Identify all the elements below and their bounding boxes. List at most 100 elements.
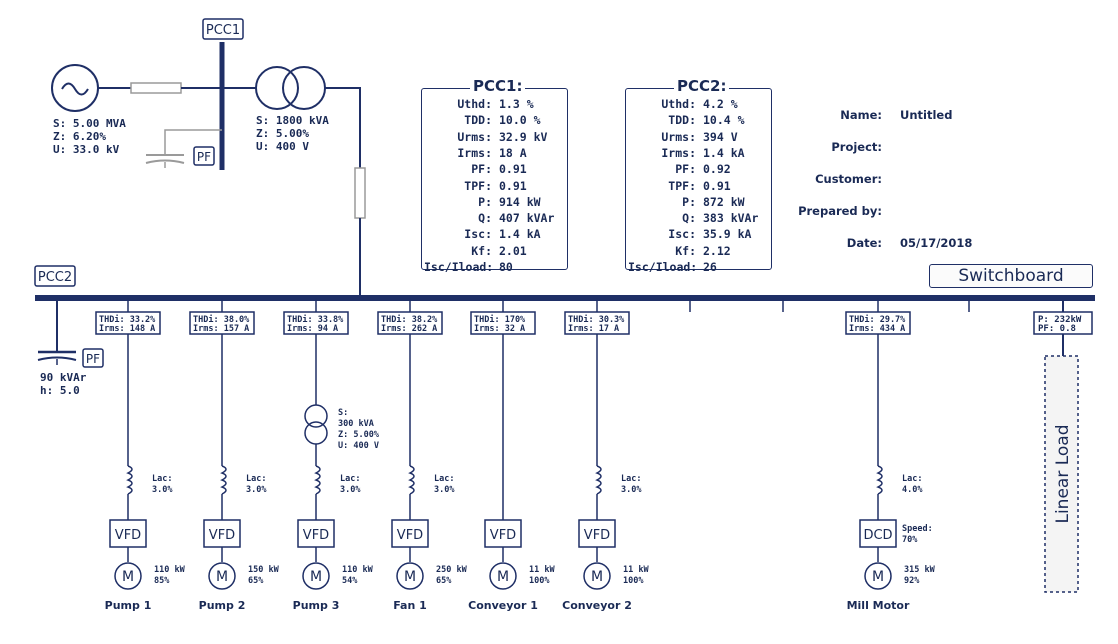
pcc2-pf-box[interactable] <box>82 348 104 368</box>
pcc2_box-key-1: TDD: <box>668 113 696 128</box>
linear-pf: PF: 0.8 <box>1038 324 1076 334</box>
feeder-lac-label: Lac: <box>340 474 360 484</box>
feeder-name: Pump 1 <box>105 599 152 612</box>
pcc1_box-key-9: Kf: <box>471 243 492 258</box>
pcc2_box-value-2: 394 V <box>703 129 738 144</box>
feeder-irms: Irms: 262 A <box>381 324 437 334</box>
pcc2_box-key-3: Irms: <box>661 145 696 160</box>
motor-icon[interactable] <box>583 562 611 590</box>
drive-box[interactable] <box>297 519 335 548</box>
pcc1_box-value-5: 0.91 <box>499 178 527 193</box>
pcc1_box-value-6: 914 kW <box>499 194 541 209</box>
motor-icon[interactable] <box>396 562 424 590</box>
motor-kw: 11 kW <box>623 565 649 575</box>
pcc1-measurements[interactable] <box>421 88 568 270</box>
pcc1-label-box[interactable] <box>202 18 244 40</box>
pcc2-cap-h: h: 5.0 <box>40 384 80 397</box>
pcc1_box-key-6: P: <box>478 194 492 209</box>
motor-load: 54% <box>342 576 358 586</box>
drive-box[interactable] <box>578 519 616 548</box>
pcc1_box-key-8: Isc: <box>464 227 492 242</box>
reactor-icon[interactable] <box>314 465 321 495</box>
source-impedance <box>130 82 182 94</box>
reactor-icon[interactable] <box>408 465 415 495</box>
feeder-lac-value: 3.0% <box>340 485 361 495</box>
motor-icon[interactable] <box>864 562 892 590</box>
feeder-irms: Irms: 434 A <box>849 324 905 334</box>
info-project-label: Project: <box>831 140 882 154</box>
reactor-icon[interactable] <box>595 465 602 495</box>
pcc2_box-key-5: TPF: <box>668 178 696 193</box>
drive-box[interactable] <box>109 519 147 548</box>
pcc2-label: PCC2 <box>38 270 72 285</box>
pcc1_box-value-1: 10.0 % <box>499 113 541 128</box>
pcc1_box-value-7: 407 kVAr <box>499 211 555 226</box>
source-u: U: 33.0 kV <box>53 143 120 156</box>
motor-symbol: M <box>216 569 228 585</box>
motor-icon[interactable] <box>302 562 330 590</box>
feeder-thdi: THDi: 170% <box>474 314 526 325</box>
motor-icon[interactable] <box>114 562 142 590</box>
feeder-lac-label: Lac: <box>902 474 922 484</box>
feeder-lac-value: 3.0% <box>246 485 267 495</box>
pcc2_box-value-9: 2.12 <box>703 243 731 258</box>
source-z: Z: 6.20% <box>53 130 106 143</box>
main-xfmr-s: S: 1800 kVA <box>256 114 329 127</box>
motor-icon[interactable] <box>208 562 236 590</box>
pcc2_box-key-4: PF: <box>675 162 696 177</box>
feeder-lac-value: 3.0% <box>621 485 642 495</box>
pcc1_box-value-0: 1.3 % <box>499 97 534 111</box>
pcc2-label-box[interactable] <box>34 265 76 287</box>
info-date-value[interactable]: 05/17/2018 <box>900 236 973 250</box>
motor-icon[interactable] <box>489 562 517 590</box>
pcc2-box-title: PCC2: <box>674 77 730 95</box>
linear-load-label: Linear Load <box>1053 424 1073 523</box>
feeder-transformer-icon[interactable] <box>304 404 328 445</box>
pcc2_box-value-0: 4.2 % <box>703 97 738 111</box>
feeder-irms: Irms: 157 A <box>193 324 249 334</box>
drive-box[interactable] <box>203 519 241 548</box>
linear-load-block[interactable] <box>1044 355 1079 593</box>
pcc2-measurements[interactable] <box>625 88 772 270</box>
switchboard-button[interactable]: Switchboard <box>929 264 1093 288</box>
pcc1_box-value-4: 0.91 <box>499 162 527 177</box>
pcc1-pf-box[interactable] <box>193 146 215 166</box>
main-xfmr-u: U: 400 V <box>256 140 309 153</box>
drive-label: VFD <box>490 528 516 543</box>
motor-kw: 315 kW <box>904 565 936 575</box>
pcc2_box-value-8: 35.9 kA <box>703 227 752 242</box>
drive-box[interactable] <box>859 519 897 548</box>
reactor-icon[interactable] <box>126 465 133 495</box>
main-transformer-icon[interactable] <box>255 66 326 110</box>
motor-load: 85% <box>154 576 170 586</box>
pcc2_box-key-6: P: <box>682 194 696 209</box>
info-name-value[interactable]: Untitled <box>900 108 953 122</box>
pcc1-label: PCC1 <box>206 23 240 38</box>
utility-source[interactable] <box>51 64 99 112</box>
motor-kw: 250 kW <box>436 565 468 575</box>
feeder-lac-value: 3.0% <box>152 485 173 495</box>
feeder-impedance <box>354 167 366 219</box>
reactor-icon[interactable] <box>876 465 883 495</box>
drive-label: VFD <box>303 528 329 543</box>
drive-box[interactable] <box>484 519 522 548</box>
feeder-thdi: THDi: 33.2% <box>99 314 156 325</box>
feeder-lac-value: 4.0% <box>902 485 923 495</box>
source-s: S: 5.00 MVA <box>53 117 126 130</box>
pcc1_box-key-3: Irms: <box>457 145 492 160</box>
main-xfmr-z: Z: 5.00% <box>256 127 309 140</box>
pcc2_box-value-1: 10.4 % <box>703 113 745 128</box>
pcc2_box-value-4: 0.92 <box>703 162 731 177</box>
motor-kw: 110 kW <box>342 565 374 575</box>
drive-box[interactable] <box>391 519 429 548</box>
pcc2-pf-label: PF <box>86 352 100 366</box>
feeder-name: Conveyor 1 <box>468 599 538 612</box>
pcc1_box-value-2: 32.9 kV <box>499 129 548 144</box>
reactor-icon[interactable] <box>220 465 227 495</box>
feeder-speed-label: Speed: <box>902 524 933 534</box>
feeder-xfmr-s: 300 kVA <box>338 419 374 429</box>
motor-load: 100% <box>623 576 644 586</box>
pcc1_box-key-7: Q: <box>478 211 492 226</box>
motor-load: 65% <box>436 576 452 586</box>
